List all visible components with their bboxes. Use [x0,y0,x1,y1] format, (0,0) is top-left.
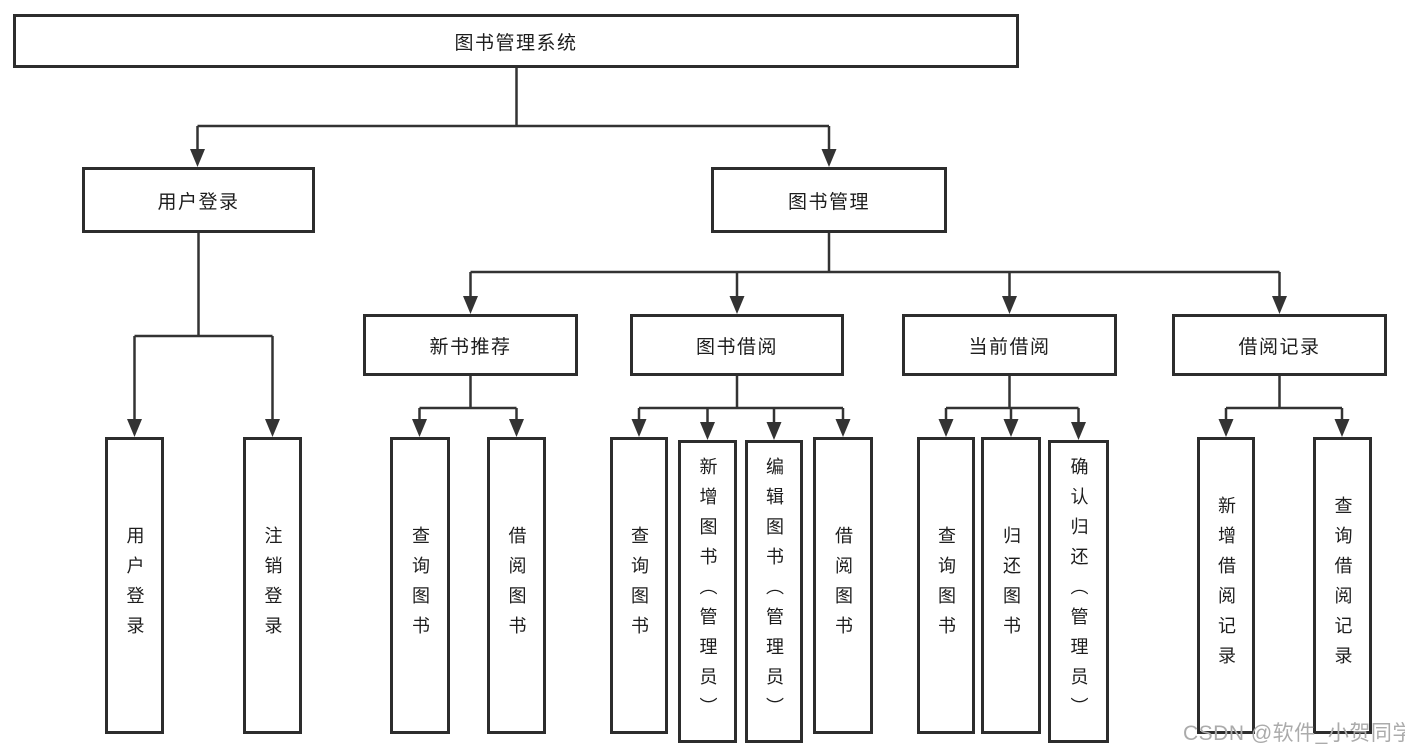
node-library-system: 图书管理系统 [13,14,1019,68]
leaf-query-borrow-record-label: 查询借阅记录 [1332,495,1353,676]
leaf-query-books-recommend: 查询图书 [390,437,450,734]
watermark-text: CSDN @软件_小贺同学 [1183,722,1405,745]
node-new-book-recommendation: 新书推荐 [363,314,578,376]
arrow-down-icons [127,149,1350,440]
leaf-query-books-borrowing-label: 查询图书 [629,525,649,646]
leaf-add-borrow-record-label: 新增借阅记录 [1216,495,1236,676]
node-book-borrowing: 图书借阅 [630,314,844,376]
leaf-borrow-books-recommend-label: 借阅图书 [506,525,527,646]
leaf-query-books-recommend-label: 查询图书 [410,525,430,646]
leaf-user-login-label: 用户登录 [124,525,145,646]
leaf-add-books-admin: 新增图书（管理员） [678,440,737,743]
leaf-logout-label: 注销登录 [262,525,283,646]
leaf-query-books-current-label: 查询图书 [936,525,956,646]
leaf-query-borrow-record: 查询借阅记录 [1313,437,1372,734]
leaf-confirm-return-admin-label: 确认归还（管理员） [1068,456,1089,727]
leaf-return-books: 归还图书 [981,437,1041,734]
leaf-return-books-label: 归还图书 [1001,525,1021,646]
leaf-borrow-books-borrowing: 借阅图书 [813,437,873,734]
leaf-add-books-admin-label: 新增图书（管理员） [697,456,718,727]
leaf-borrow-books-recommend: 借阅图书 [487,437,546,734]
leaf-edit-books-admin-label: 编辑图书（管理员） [764,456,784,727]
node-borrowing-records: 借阅记录 [1172,314,1387,376]
leaf-confirm-return-admin: 确认归还（管理员） [1048,440,1109,743]
node-book-management: 图书管理 [711,167,947,233]
leaf-add-borrow-record: 新增借阅记录 [1197,437,1255,734]
leaf-user-login: 用户登录 [105,437,164,734]
leaf-edit-books-admin: 编辑图书（管理员） [745,440,803,743]
node-current-borrowing: 当前借阅 [902,314,1117,376]
leaf-borrow-books-borrowing-label: 借阅图书 [833,525,853,646]
leaf-logout: 注销登录 [243,437,302,734]
node-user-login: 用户登录 [82,167,315,233]
leaf-query-books-current: 查询图书 [917,437,975,734]
leaf-query-books-borrowing: 查询图书 [610,437,668,734]
